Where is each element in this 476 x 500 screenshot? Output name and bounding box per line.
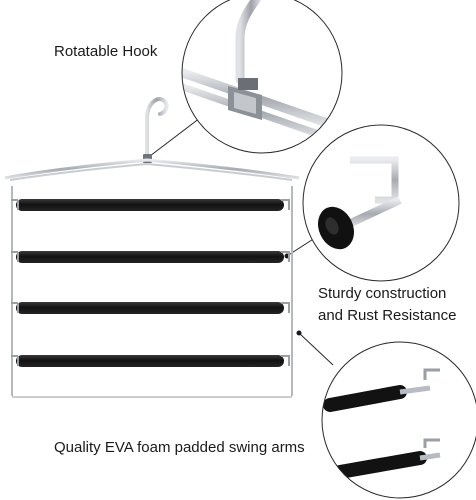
swing-arm-1 xyxy=(11,199,290,211)
swing-arm-2 xyxy=(11,251,290,263)
zoom-circle-hook xyxy=(181,0,343,154)
swing-arm-4 xyxy=(11,355,290,367)
callout-leaders xyxy=(149,117,334,366)
callout-sturdy-line2: and Rust Resistance xyxy=(318,307,457,324)
hanger-frame xyxy=(3,97,301,403)
swing-arms xyxy=(11,199,290,367)
zoom-circle-construction xyxy=(302,124,460,282)
callout-rotatable-hook: Rotatable Hook xyxy=(54,43,158,60)
callout-sturdy-line1: Sturdy construction xyxy=(318,285,447,302)
swing-arm-3 xyxy=(11,302,290,314)
callout-sturdy-construction: Sturdy construction and Rust Resistance xyxy=(318,283,456,327)
callout-eva-foam: Quality EVA foam padded swing arms xyxy=(54,439,305,456)
zoom-circle-foam-arms xyxy=(321,341,476,499)
